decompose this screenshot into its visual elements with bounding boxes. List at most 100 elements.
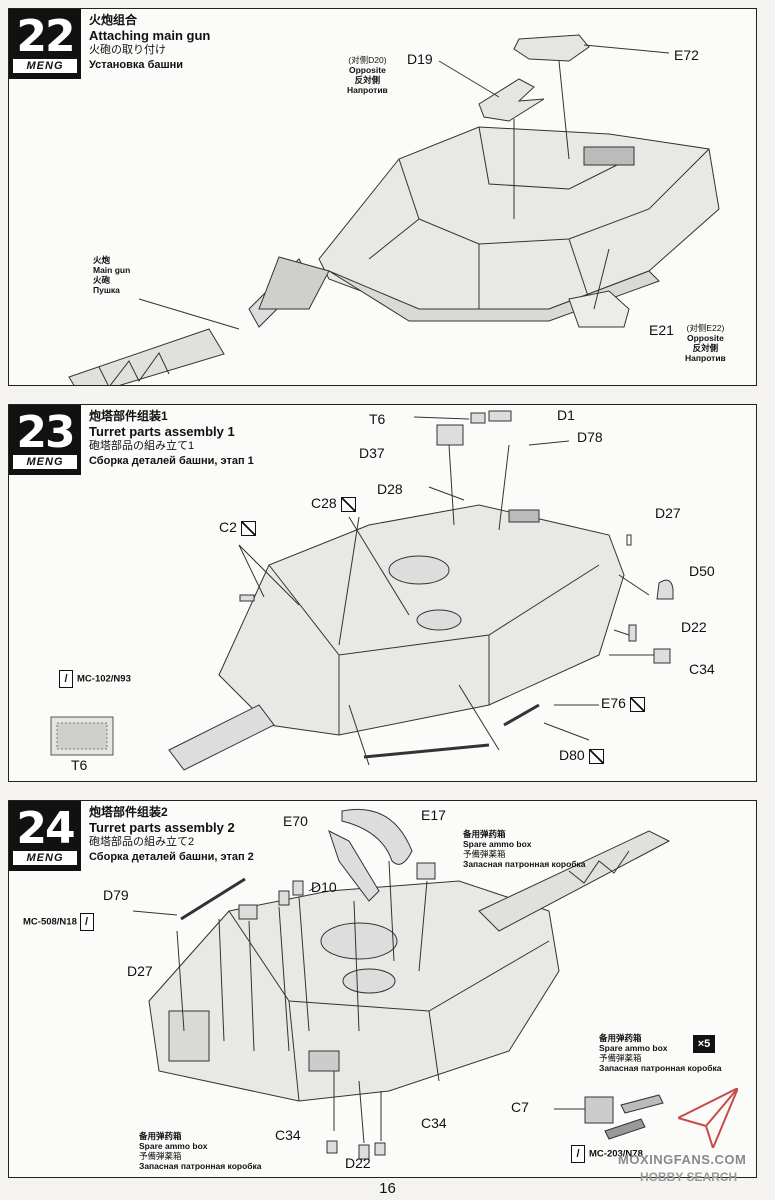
paint-callout-mc102: / MC-102/N93 bbox=[59, 670, 131, 688]
gun-cn: 火炮 bbox=[93, 255, 111, 265]
step-22-panel: 22 MENG 火炮组合 Attaching main gun 火砲の取り付け … bbox=[8, 8, 757, 386]
step-badge: 23 MENG bbox=[9, 405, 81, 475]
opposite-jp: 反対側 bbox=[692, 343, 719, 353]
title-jp: 砲塔部品の組み立て1 bbox=[89, 440, 195, 452]
label-d27: D27 bbox=[655, 505, 681, 521]
ammo-jp: 予備弾薬箱 bbox=[139, 1151, 182, 1161]
gun-jp: 火砲 bbox=[93, 275, 111, 285]
part-d80: D80 bbox=[559, 747, 585, 763]
step-number: 22 bbox=[16, 11, 75, 62]
ammo-en: Spare ammo box bbox=[599, 1043, 668, 1053]
ammo-ru: Запасная патронная коробка bbox=[139, 1161, 262, 1171]
ammo-jp: 予備弾薬箱 bbox=[463, 849, 506, 859]
step-titles: 炮塔部件组装1 Turret parts assembly 1 砲塔部品の組み立… bbox=[89, 409, 254, 469]
watermark-search: HOBBY SEARCH bbox=[640, 1170, 738, 1184]
spare-ammo-box-label-top: 备用弹药箱 Spare ammo box 予備弾薬箱 Запасная патр… bbox=[463, 829, 586, 869]
optional-part-icon bbox=[629, 696, 645, 712]
label-d22: D22 bbox=[681, 619, 707, 635]
brand-logo: MENG bbox=[13, 455, 77, 469]
label-d28: D28 bbox=[377, 481, 403, 497]
step-titles: 炮塔部件组装2 Turret parts assembly 2 砲塔部品の組み立… bbox=[89, 805, 254, 865]
brand-logo: MENG bbox=[13, 851, 77, 865]
label-c7: C7 bbox=[511, 1099, 529, 1115]
label-d80: D80 bbox=[559, 747, 604, 764]
step-number: 23 bbox=[16, 407, 75, 458]
ammo-en: Spare ammo box bbox=[463, 839, 532, 849]
step-24-panel: 24 MENG 炮塔部件组装2 Turret parts assembly 2 … bbox=[8, 800, 757, 1178]
label-e17: E17 bbox=[421, 807, 446, 823]
label-d19: D19 bbox=[407, 51, 433, 67]
title-en: Turret parts assembly 1 bbox=[89, 424, 235, 439]
turret-gun-drawing bbox=[68, 34, 720, 385]
ammo-en: Spare ammo box bbox=[139, 1141, 208, 1151]
paint-callout-mc203: / MC-203/N78 bbox=[571, 1145, 643, 1163]
label-d1: D1 bbox=[557, 407, 575, 423]
part-e76: E76 bbox=[601, 695, 626, 711]
spare-ammo-box-label-bottom: 备用弹药箱 Spare ammo box 予備弾薬箱 Запасная патр… bbox=[139, 1131, 262, 1171]
label-t6-photoetch: T6 bbox=[71, 757, 88, 773]
ammo-jp: 予備弾薬箱 bbox=[599, 1053, 642, 1063]
paint-code: MC-102/N93 bbox=[77, 673, 131, 685]
ammo-ru: Запасная патронная коробка bbox=[463, 859, 586, 869]
quantity-badge: ×5 bbox=[693, 1035, 715, 1053]
title-cn: 炮塔部件组装2 bbox=[89, 805, 168, 819]
label-t6: T6 bbox=[369, 411, 386, 427]
label-e21: E21 bbox=[649, 322, 674, 338]
ammo-cn: 备用弹药箱 bbox=[599, 1033, 642, 1043]
title-cn: 炮塔部件组装1 bbox=[89, 409, 168, 423]
opposite-ru: Напротив bbox=[685, 353, 726, 363]
paint-brush-icon: / bbox=[79, 913, 94, 931]
label-c2: C2 bbox=[219, 519, 256, 536]
label-main-gun: 火炮 Main gun 火砲 Пушка bbox=[93, 255, 130, 295]
gun-ru: Пушка bbox=[93, 285, 120, 295]
gun-en: Main gun bbox=[93, 265, 131, 275]
title-en: Attaching main gun bbox=[89, 28, 211, 43]
opposite-en: Opposite bbox=[686, 333, 724, 343]
label-c34-right: C34 bbox=[421, 1115, 447, 1131]
label-d50: D50 bbox=[689, 563, 715, 579]
turret-parts-drawing-2 bbox=[132, 808, 671, 1160]
title-en: Turret parts assembly 2 bbox=[89, 820, 235, 835]
ammo-ru: Запасная патронная коробка bbox=[599, 1063, 722, 1073]
paint-brush-icon: / bbox=[59, 670, 73, 688]
title-jp: 砲塔部品の組み立て2 bbox=[89, 836, 195, 848]
step-number: 24 bbox=[16, 803, 75, 854]
step-23-panel: 23 MENG 炮塔部件组装1 Turret parts assembly 1 … bbox=[8, 404, 757, 782]
spare-ammo-box-label-inset: 备用弹药箱 Spare ammo box 予備弾薬箱 Запасная патр… bbox=[599, 1033, 722, 1073]
page-number: 16 bbox=[379, 1180, 396, 1197]
watermark-site: MOXINGFANS.COM bbox=[618, 1152, 747, 1167]
step-titles: 火炮组合 Attaching main gun 火砲の取り付け Установк… bbox=[89, 13, 210, 73]
ammo-cn: 备用弹药箱 bbox=[463, 829, 506, 839]
step-badge: 24 MENG bbox=[9, 801, 81, 871]
label-c34-left: C34 bbox=[275, 1127, 301, 1143]
paint-code: MC-508/N18 bbox=[23, 916, 77, 928]
optional-part-icon bbox=[340, 496, 356, 512]
opposite-part-e22: (对侧E22) bbox=[686, 323, 725, 333]
opposite-en: Opposite bbox=[348, 65, 386, 75]
label-e70: E70 bbox=[283, 813, 308, 829]
label-d27: D27 bbox=[127, 963, 153, 979]
ammo-cn: 备用弹药箱 bbox=[139, 1131, 182, 1141]
label-e21-opposite: (对侧E22) Opposite 反対側 Напротив bbox=[685, 323, 726, 363]
optional-part-icon bbox=[588, 748, 604, 764]
title-ru: Установка башни bbox=[89, 59, 184, 71]
title-cn: 火炮组合 bbox=[89, 13, 138, 27]
part-c28: C28 bbox=[311, 495, 337, 511]
label-d37: D37 bbox=[359, 445, 385, 461]
brand-logo: MENG bbox=[13, 59, 77, 73]
paper-plane-icon bbox=[678, 1088, 738, 1148]
title-ru: Сборка деталей башни, этап 2 bbox=[89, 851, 254, 863]
label-e76: E76 bbox=[601, 695, 645, 712]
label-d79: D79 bbox=[103, 887, 129, 903]
paint-code: MC-203/N78 bbox=[589, 1148, 643, 1160]
optional-part-icon bbox=[240, 520, 256, 536]
label-c28: C28 bbox=[311, 495, 356, 512]
turret-parts-drawing-1 bbox=[50, 410, 674, 771]
part-c2: C2 bbox=[219, 519, 237, 535]
opposite-ru: Напротив bbox=[347, 85, 388, 95]
paint-callout-mc508: MC-508/N18 / bbox=[23, 913, 98, 931]
label-c34: C34 bbox=[689, 661, 715, 677]
label-d10: D10 bbox=[311, 879, 337, 895]
paint-brush-icon: / bbox=[571, 1145, 585, 1163]
label-d19-opposite: (对侧D20) Opposite 反対側 Напротив bbox=[347, 55, 388, 95]
